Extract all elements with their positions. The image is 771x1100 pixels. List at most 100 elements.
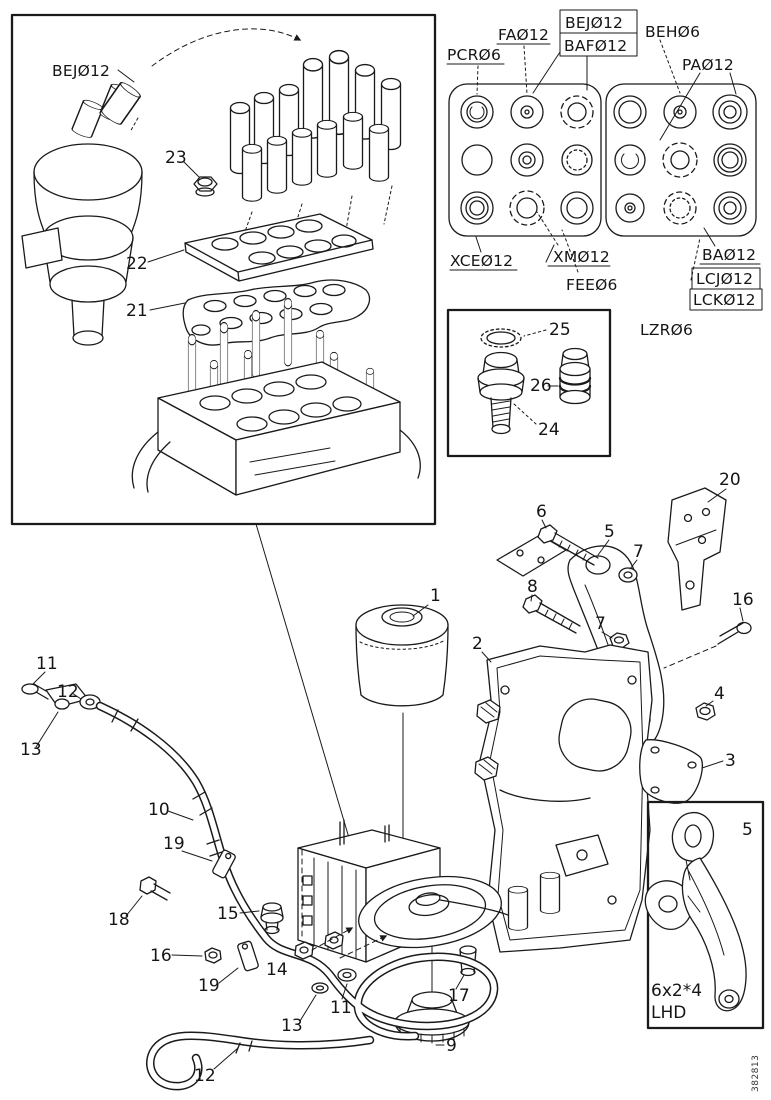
callout-16a-label: 16 — [732, 590, 754, 610]
leader-inset-to-pump — [255, 523, 353, 849]
clamp-19b-drawing — [237, 940, 259, 972]
leaders-seal-top — [476, 39, 737, 141]
small-plate-drawing — [496, 534, 567, 577]
leader-17 — [455, 974, 465, 990]
callout-13b-label: 13 — [281, 1016, 303, 1036]
banjo-11b-drawing — [337, 968, 357, 982]
leaders-seal-bottom — [475, 211, 716, 281]
leader-2 — [481, 651, 492, 663]
leader-7b — [601, 631, 613, 639]
callout-3-label: 3 — [725, 751, 736, 771]
callout-19a-label: 19 — [163, 834, 185, 854]
bracket-20-drawing — [667, 487, 727, 611]
callout-6-label: 6 — [536, 502, 547, 522]
pump-pulley-drawing — [358, 875, 502, 949]
cover-plate-3-drawing — [639, 739, 703, 804]
valve-plate-22-drawing — [184, 213, 374, 282]
part-code-xm012: XMØ12 — [553, 248, 610, 266]
seal-kit-panel-left — [448, 83, 602, 237]
oil-filter-drawing — [355, 604, 449, 901]
rubber-mount-upper — [476, 699, 501, 724]
leader-7a — [629, 559, 638, 570]
leader-16b — [171, 954, 203, 957]
leader-16a — [739, 607, 744, 622]
callout-7a-label: 7 — [633, 542, 644, 562]
callout-11a-label: 11 — [36, 654, 58, 674]
variant-note-line2: LHD — [651, 1003, 686, 1023]
seal-kit-panels: PCRØ6 FAØ12 BEJØ12 BAFØ12 BEHØ6 PAØ12 XC… — [446, 9, 763, 339]
part-code-lzr06: LZRØ6 — [640, 321, 693, 339]
part-code-xce012: XCEØ12 — [450, 252, 513, 270]
oring-25-drawing — [480, 328, 522, 348]
callout-16b-label: 16 — [150, 946, 172, 966]
part-code-pa012: PAØ12 — [682, 56, 734, 74]
seal-rings-left — [460, 95, 594, 226]
callout-13a-label: 13 — [20, 740, 42, 760]
callout-21-label: 21 — [126, 301, 148, 321]
seal-rings-right — [613, 94, 748, 225]
leader-12a — [71, 692, 82, 700]
leader-13a — [35, 711, 59, 748]
callout-1-label: 1 — [430, 586, 441, 606]
leader-25 — [523, 329, 547, 337]
callout-17-label: 17 — [448, 986, 470, 1006]
callout-20-label: 20 — [719, 470, 741, 490]
callout-26-label: 26 — [530, 376, 552, 396]
callout-9-label: 9 — [446, 1036, 457, 1056]
hose-tail-inner — [147, 1032, 373, 1089]
leader-24 — [513, 403, 537, 425]
leader-23 — [183, 161, 200, 178]
leader-22 — [147, 249, 185, 263]
box-lck012 — [689, 288, 763, 311]
callout-5b-label: 5 — [742, 820, 753, 840]
part-code-lcj012: LCJØ12 — [696, 270, 753, 288]
callout-24-label: 24 — [538, 420, 560, 440]
washer-7-drawing — [618, 567, 638, 583]
leader-11b — [341, 983, 348, 1000]
bej-sleeve-drawing — [99, 28, 302, 133]
valve-15-drawing — [260, 902, 284, 935]
nut-23-drawing — [193, 176, 218, 197]
bolt-8-drawing — [522, 594, 581, 634]
inset-valve-block-border — [10, 13, 437, 526]
leader-1 — [412, 604, 429, 617]
leader-12b — [213, 1047, 239, 1070]
figure-number: 382813 — [751, 1055, 761, 1092]
bolt-6-drawing — [537, 524, 599, 566]
inset-lhd-border — [646, 800, 765, 1030]
leader-10 — [167, 810, 194, 821]
part-code-ba012: BAØ12 — [702, 246, 756, 264]
leader-5 — [597, 539, 610, 556]
callout-11b-label: 11 — [330, 998, 352, 1018]
callout-4-label: 4 — [714, 684, 725, 704]
fittings-14-drawing — [294, 927, 388, 960]
bolt-18-drawing — [139, 876, 171, 901]
clamp-19a-drawing — [212, 849, 236, 879]
part-code-bej012: BEJØ12 — [565, 14, 623, 32]
part-code-lck012: LCKØ12 — [693, 291, 756, 309]
lhd-bracket-drawing — [644, 811, 747, 1012]
leader-11a — [32, 671, 46, 685]
leader-15 — [239, 910, 260, 914]
callout-25-label: 25 — [549, 320, 571, 340]
part-code-beh06: BEHØ6 — [645, 23, 700, 41]
callout-15-label: 15 — [217, 904, 239, 924]
callout-18-label: 18 — [108, 910, 130, 930]
leader-13b — [299, 994, 317, 1022]
rubber-mount-lower — [474, 756, 499, 781]
callout-12a-label: 12 — [57, 682, 79, 702]
leader-4 — [705, 700, 714, 707]
nut-4-drawing — [695, 702, 716, 721]
leader-20 — [707, 488, 727, 503]
part-code-pcr06: PCRØ6 — [447, 46, 501, 64]
part-code-fa012: FAØ12 — [498, 26, 549, 44]
part-code-baf012: BAFØ12 — [564, 37, 627, 55]
gasket-21-drawing — [182, 279, 371, 346]
inset-valve-block: BEJØ12 23 — [10, 13, 437, 849]
callout-22-label: 22 — [126, 254, 148, 274]
leader-bej-inset — [117, 69, 135, 83]
leader-8 — [530, 594, 533, 602]
callout-5-label: 5 — [604, 522, 615, 542]
